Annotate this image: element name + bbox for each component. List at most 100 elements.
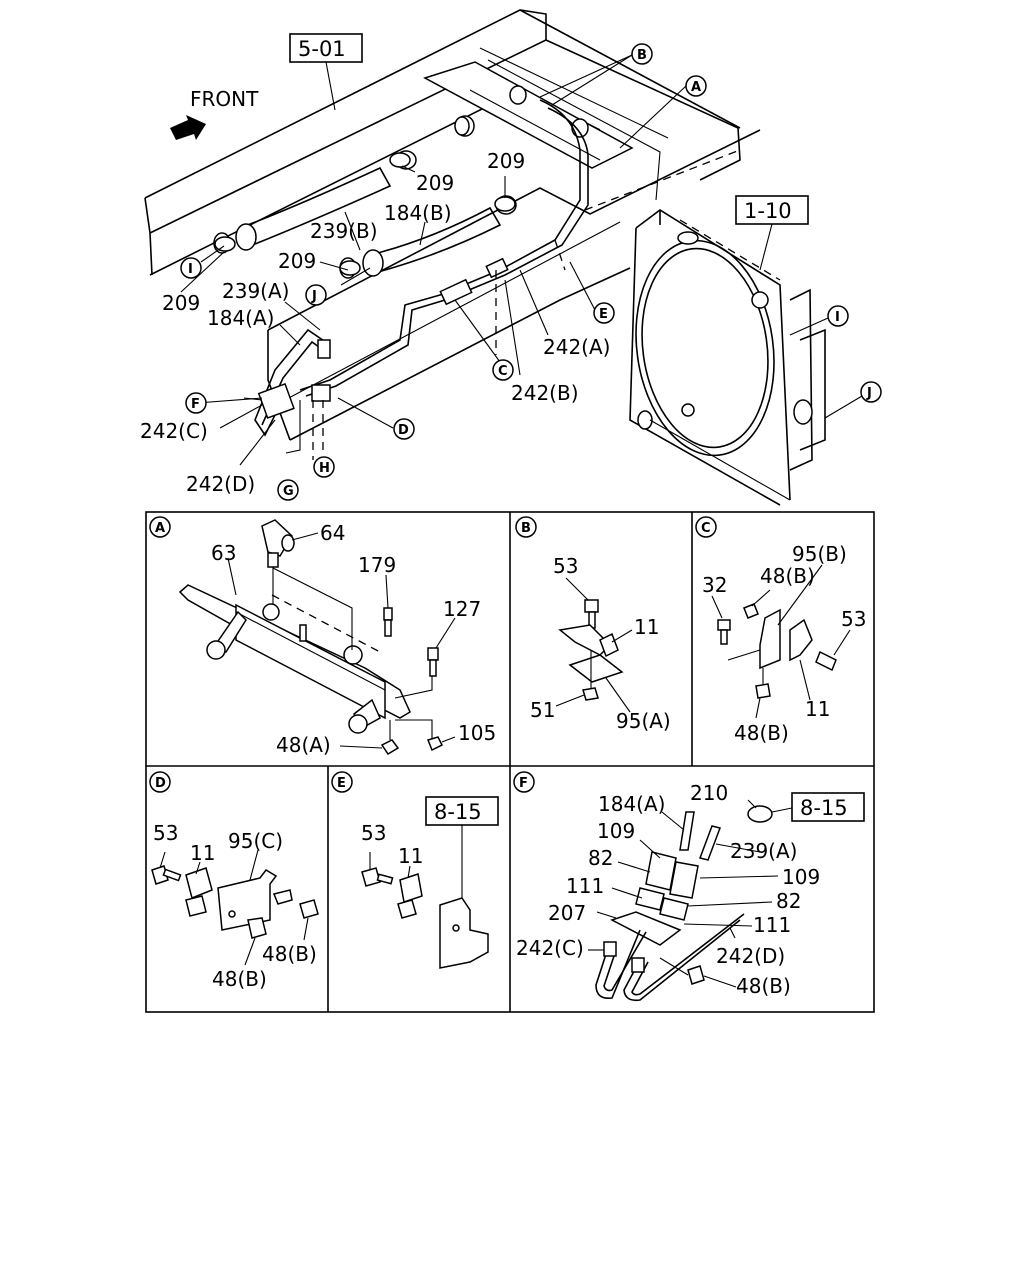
label-c-32: 32 [702, 573, 727, 597]
label-242d: 242(D) [186, 472, 255, 496]
callout-i-right[interactable]: I [827, 305, 849, 327]
callout-c-main[interactable]: C [492, 359, 514, 381]
ref-box-1-10[interactable] [735, 195, 809, 225]
label-d-95c: 95(C) [228, 829, 283, 853]
label-c-11: 11 [805, 697, 830, 721]
panel-d-callout: D [149, 771, 171, 793]
label-242a: 242(A) [543, 335, 610, 359]
svg-text:D: D [398, 423, 409, 438]
label-f-184a: 184(A) [598, 792, 665, 816]
label-f-239a: 239(A) [730, 839, 797, 863]
label-f-242d: 242(D) [716, 944, 785, 968]
label-d-48b-right: 48(B) [262, 942, 317, 966]
label-184a: 184(A) [207, 306, 274, 330]
callout-j-right[interactable]: J [860, 381, 882, 403]
label-e-11: 11 [398, 844, 423, 868]
ref-box-5-01[interactable] [289, 33, 363, 63]
svg-text:B: B [637, 48, 647, 63]
svg-text:F: F [191, 397, 200, 412]
panel-b-callout: B [515, 516, 537, 538]
label-209-a: 209 [416, 171, 454, 195]
svg-text:E: E [599, 307, 608, 322]
detail-panel-f: F 8-15 [513, 771, 865, 1002]
front-label: FRONT [190, 87, 259, 111]
label-209-b: 209 [487, 149, 525, 173]
label-a-63: 63 [211, 541, 236, 565]
callout-i-left[interactable]: I [180, 257, 202, 279]
panel-c-callout: C [695, 516, 717, 538]
callout-f-main[interactable]: F [185, 392, 207, 414]
svg-text:J: J [311, 289, 317, 304]
label-e-53: 53 [361, 821, 386, 845]
label-239b: 239(B) [310, 219, 378, 243]
main-assembly: FRONT 5-01 1-10 [144, 9, 863, 506]
label-d-48b-bottom: 48(B) [212, 967, 267, 991]
label-a-64: 64 [320, 521, 345, 545]
label-f-111-left: 111 [566, 874, 604, 898]
label-b-51: 51 [530, 698, 555, 722]
label-a-127: 127 [443, 597, 481, 621]
label-f-111-right: 111 [753, 913, 791, 937]
svg-text:I: I [188, 262, 193, 277]
radiator [629, 209, 826, 506]
label-a-179: 179 [358, 553, 396, 577]
label-184b: 184(B) [384, 201, 452, 225]
detail-panel-b: B [515, 516, 633, 713]
detail-panel-e: E 8-15 [331, 771, 499, 969]
label-c-48b-bottom: 48(B) [734, 721, 789, 745]
front-arrow-icon [170, 115, 206, 140]
svg-text:I: I [835, 310, 840, 325]
callout-j-left[interactable]: J [305, 284, 327, 306]
detail-panel-d: D [149, 771, 319, 966]
callout-g-main[interactable]: G [277, 479, 299, 501]
ref-box-1-10-label: 1-10 [744, 199, 792, 223]
ref-box-8-15-f-label: 8-15 [800, 796, 848, 820]
ref-box-8-15-e[interactable] [425, 796, 499, 826]
label-a-48a: 48(A) [276, 733, 331, 757]
detail-panel-a: A [149, 516, 456, 756]
ref-box-8-15-e-label: 8-15 [434, 800, 482, 824]
callout-b-top[interactable]: B [631, 43, 653, 65]
label-f-82-right: 82 [776, 889, 801, 913]
svg-text:C: C [701, 521, 711, 536]
svg-text:D: D [155, 776, 166, 791]
label-242b: 242(B) [511, 381, 579, 405]
svg-text:G: G [283, 484, 294, 499]
svg-text:F: F [519, 776, 528, 791]
label-d-53: 53 [153, 821, 178, 845]
panel-e-callout: E [331, 771, 353, 793]
panel-f-callout: F [513, 771, 535, 793]
label-c-48b-top: 48(B) [760, 564, 815, 588]
svg-text:A: A [155, 521, 165, 536]
callout-e-main[interactable]: E [593, 302, 615, 324]
label-209-c: 209 [278, 249, 316, 273]
svg-text:B: B [521, 521, 531, 536]
label-c-53: 53 [841, 607, 866, 631]
svg-text:A: A [691, 80, 701, 95]
label-b-95a: 95(A) [616, 709, 671, 733]
svg-text:H: H [319, 461, 330, 476]
label-209-d: 209 [162, 291, 200, 315]
label-f-48b: 48(B) [736, 974, 791, 998]
callout-h-main[interactable]: H [313, 456, 335, 478]
label-242c: 242(C) [140, 419, 208, 443]
label-b-53: 53 [553, 554, 578, 578]
label-f-207: 207 [548, 901, 586, 925]
callout-d-main[interactable]: D [393, 418, 415, 440]
svg-text:C: C [498, 364, 508, 379]
label-f-109-right: 109 [782, 865, 820, 889]
label-a-105: 105 [458, 721, 496, 745]
callout-a-top[interactable]: A [685, 75, 707, 97]
panel-a-callout: A [149, 516, 171, 538]
svg-text:J: J [866, 386, 872, 401]
label-c-95b: 95(B) [792, 542, 847, 566]
svg-text:E: E [337, 776, 346, 791]
ref-box-5-01-label: 5-01 [298, 37, 346, 61]
ref-box-8-15-f[interactable] [791, 792, 865, 822]
label-b-11: 11 [634, 615, 659, 639]
label-f-109-left: 109 [597, 819, 635, 843]
label-f-242c: 242(C) [516, 936, 584, 960]
detail-grid [145, 511, 875, 1013]
label-f-210: 210 [690, 781, 728, 805]
